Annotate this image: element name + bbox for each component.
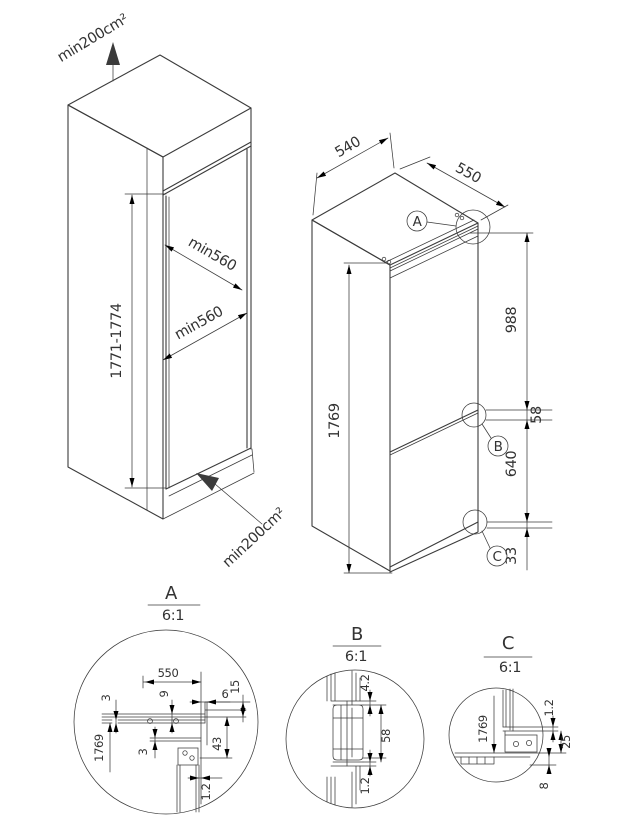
detail-a-dim-clearance bbox=[152, 726, 158, 759]
detail-b-dim-gapbottom bbox=[367, 749, 373, 777]
detail-a-title: A bbox=[165, 583, 178, 604]
callout-b bbox=[481, 423, 509, 457]
right-dimension-chain bbox=[469, 232, 553, 571]
detail-b-section bbox=[326, 670, 387, 808]
detail-c-plinth-label: 8 bbox=[537, 782, 551, 789]
detail-c-doorgap-label: 1.2 bbox=[542, 699, 556, 716]
cabinet-outline bbox=[67, 54, 255, 520]
detail-a-topgap-label: 9 bbox=[157, 690, 171, 697]
hinge-gap-label: 58 bbox=[529, 406, 545, 424]
detail-c-title: C bbox=[502, 633, 514, 654]
detail-a-clearance-label: 3 bbox=[136, 748, 150, 755]
detail-b: B 6:1 4.2 58 bbox=[285, 624, 425, 809]
bottom-gap-label: 33 bbox=[504, 547, 520, 565]
detail-c-dim-plinth bbox=[546, 748, 552, 774]
width-dimension bbox=[312, 132, 395, 216]
niche-height-label: 1771-1774 bbox=[109, 303, 125, 379]
detail-b-bubble bbox=[285, 669, 425, 809]
detail-a-dim-depth bbox=[142, 675, 202, 689]
detail-b-scale: 6:1 bbox=[345, 649, 367, 665]
depth-dimension bbox=[399, 156, 509, 221]
niche-depth-label: min560 bbox=[185, 234, 239, 274]
callout-a-label: A bbox=[413, 214, 423, 230]
lower-section-label: 640 bbox=[504, 451, 520, 478]
callout-c bbox=[481, 530, 508, 567]
detail-b-hinge-label: 58 bbox=[379, 729, 393, 743]
vent-bottom-arrow bbox=[196, 473, 263, 525]
detail-a-dim-doorgap bbox=[187, 775, 223, 781]
width-label: 540 bbox=[333, 134, 364, 161]
detail-a-depth-label: 550 bbox=[158, 666, 179, 680]
detail-b-gapbottom-label: 1.2 bbox=[358, 777, 372, 794]
detail-a-dim-front bbox=[189, 699, 231, 705]
callout-b-label: B bbox=[494, 439, 503, 455]
detail-c-dim-bracket bbox=[558, 730, 564, 754]
detail-a-overhang-label: 15 bbox=[228, 680, 242, 694]
detail-c-height-label: 1769 bbox=[476, 715, 490, 743]
callout-a bbox=[406, 210, 457, 232]
detail-a-dim-height bbox=[107, 722, 113, 773]
niche-depth-dimension bbox=[163, 242, 244, 293]
detail-a-dim-overhang bbox=[240, 694, 246, 723]
detail-a-front-label: 6 bbox=[222, 687, 229, 701]
height-dimension bbox=[343, 262, 393, 574]
detail-c-dim-height bbox=[491, 695, 497, 754]
detail-a-dim-bracket bbox=[224, 716, 230, 759]
detail-b-title: B bbox=[351, 624, 363, 645]
niche-width-dimension bbox=[161, 310, 249, 363]
detail-circle-b bbox=[461, 402, 487, 428]
detail-a-dim-topgap bbox=[169, 699, 175, 734]
upper-section-label: 988 bbox=[504, 307, 520, 334]
callout-c-label: C bbox=[492, 549, 501, 565]
detail-a-height-label: 1769 bbox=[92, 734, 106, 762]
detail-circle-c bbox=[462, 509, 488, 535]
cabinet-view: min200cm² min200cm² 1771-1774 min560 min… bbox=[55, 11, 289, 571]
height-label: 1769 bbox=[327, 403, 343, 438]
vent-top-arrow bbox=[106, 42, 120, 82]
depth-label: 550 bbox=[452, 160, 483, 187]
appliance-outline bbox=[311, 172, 479, 573]
detail-b-dim-hinge bbox=[378, 704, 384, 763]
detail-c: C 6:1 1769 1.2 bbox=[448, 633, 573, 789]
detail-circle-a bbox=[455, 209, 491, 245]
detail-a-bracket-label: 43 bbox=[210, 737, 224, 751]
detail-c-bubble bbox=[448, 687, 544, 783]
detail-a-doorgap-label: 1.2 bbox=[199, 783, 213, 800]
detail-a-panel-label: 3 bbox=[99, 694, 113, 701]
detail-a: A 6:1 550 bbox=[73, 583, 259, 815]
detail-c-dim-doorgap bbox=[550, 715, 556, 743]
vent-bottom-label: min200cm² bbox=[220, 505, 289, 571]
niche-width-label: min560 bbox=[172, 304, 226, 344]
detail-c-section bbox=[454, 688, 567, 766]
appliance-view: 540 550 1769 A B bbox=[311, 132, 553, 574]
detail-c-scale: 6:1 bbox=[499, 660, 521, 676]
detail-a-scale: 6:1 bbox=[162, 608, 184, 624]
detail-c-bracket-label: 25 bbox=[559, 735, 573, 749]
vent-top-label: min200cm² bbox=[55, 11, 131, 66]
detail-b-dim-gaptop bbox=[367, 689, 373, 717]
detail-a-bubble bbox=[73, 629, 259, 815]
niche-height-dimension bbox=[124, 193, 167, 489]
detail-b-gaptop-label: 4.2 bbox=[358, 674, 372, 691]
